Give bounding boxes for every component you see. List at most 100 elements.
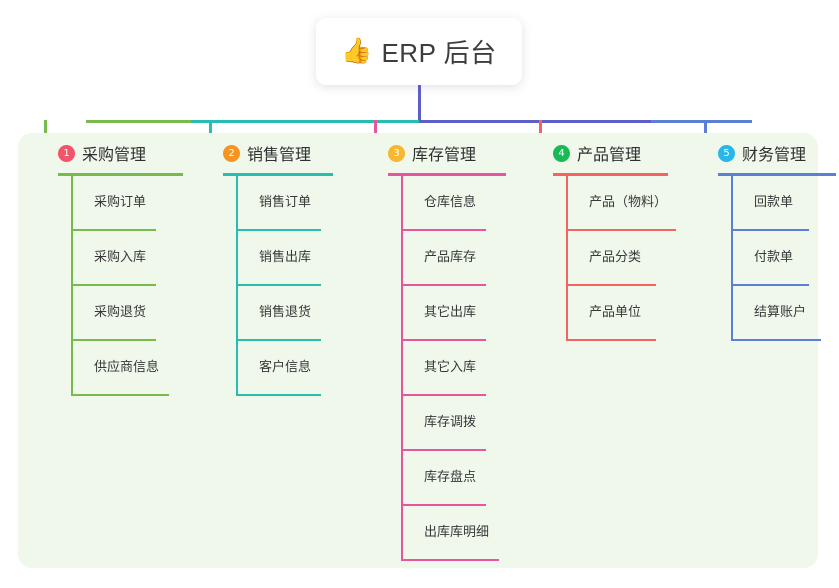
column-header-rule-4 <box>553 173 668 176</box>
connector-bus-segment-4 <box>651 120 752 123</box>
column-title-3: 库存管理 <box>412 147 477 164</box>
list-item-rule <box>401 339 486 341</box>
column-header-rule-5 <box>718 173 836 176</box>
list-item-label: 客户信息 <box>259 359 312 374</box>
list-item-rule <box>236 394 321 396</box>
column-3: 3 库存管理仓库信息产品库存其它出库其它入库库存调拨库存盘点出库库明细 <box>368 133 506 561</box>
column-header-2[interactable]: 2 销售管理 <box>203 133 311 173</box>
list-item-label: 销售订单 <box>259 194 312 209</box>
list-item-rule <box>71 339 156 341</box>
list-item-rule <box>566 284 656 286</box>
list-item[interactable]: 销售退货 <box>236 286 321 341</box>
list-item[interactable]: 付款单 <box>731 231 809 286</box>
list-item-label: 采购退货 <box>94 304 147 319</box>
root-node-label: ERP 后台 <box>381 38 497 68</box>
list-item-rule <box>401 449 486 451</box>
list-item-rule <box>401 504 486 506</box>
list-item-label: 付款单 <box>754 249 794 264</box>
list-item[interactable]: 库存盘点 <box>401 451 486 506</box>
column-header-3[interactable]: 3 库存管理 <box>368 133 476 173</box>
list-item[interactable]: 产品单位 <box>566 286 656 341</box>
connector-bus-segment-3 <box>419 120 651 123</box>
list-item-rule <box>566 339 656 341</box>
list-item[interactable]: 销售出库 <box>236 231 321 286</box>
list-item[interactable]: 采购入库 <box>71 231 156 286</box>
list-item[interactable]: 产品（物料） <box>566 176 676 231</box>
list-item-label: 销售退货 <box>259 304 312 319</box>
list-item[interactable]: 仓库信息 <box>401 176 486 231</box>
list-item-rule <box>71 284 156 286</box>
list-item-rule <box>236 229 321 231</box>
column-title-2: 销售管理 <box>247 147 312 164</box>
list-item[interactable]: 其它出库 <box>401 286 486 341</box>
column-spine-4 <box>566 176 568 341</box>
list-item[interactable]: 产品库存 <box>401 231 486 286</box>
column-2: 2 销售管理销售订单销售出库销售退货客户信息 <box>203 133 333 396</box>
list-item-label: 回款单 <box>754 194 794 209</box>
connector-trunk <box>418 85 421 123</box>
connector-bus-segment-1 <box>86 120 191 123</box>
column-badge-1: 1 <box>58 144 75 162</box>
thumbs-up-icon: 👍 <box>341 37 373 65</box>
column-5: 5 财务管理回款单付款单结算账户 <box>698 133 836 341</box>
list-item[interactable]: 结算账户 <box>731 286 821 341</box>
list-item-label: 销售出库 <box>259 249 312 264</box>
list-item-rule <box>731 229 809 231</box>
list-item-label: 库存调拨 <box>424 414 477 429</box>
column-badge-5: 5 <box>718 144 735 162</box>
list-item-rule <box>401 284 486 286</box>
list-item-label: 产品库存 <box>424 249 477 264</box>
list-item-rule <box>236 339 321 341</box>
list-item[interactable]: 产品分类 <box>566 231 656 286</box>
list-item-label: 出库库明细 <box>424 524 490 539</box>
column-title-4: 产品管理 <box>577 147 642 164</box>
list-item[interactable]: 采购订单 <box>71 176 156 231</box>
list-item[interactable]: 采购退货 <box>71 286 156 341</box>
column-spine-2 <box>236 176 238 396</box>
list-item-label: 产品分类 <box>589 249 642 264</box>
column-title-1: 采购管理 <box>82 147 147 164</box>
list-item-rule <box>401 229 486 231</box>
list-item[interactable]: 客户信息 <box>236 341 321 396</box>
list-item-label: 产品（物料） <box>589 194 668 209</box>
list-item-rule <box>71 394 169 396</box>
list-item-label: 仓库信息 <box>424 194 477 209</box>
list-item[interactable]: 出库库明细 <box>401 506 499 561</box>
list-item[interactable]: 其它入库 <box>401 341 486 396</box>
column-title-5: 财务管理 <box>742 147 807 164</box>
list-item-label: 采购订单 <box>94 194 147 209</box>
list-item[interactable]: 库存调拨 <box>401 396 486 451</box>
column-badge-3: 3 <box>388 144 405 162</box>
connector-bus-segment-2 <box>191 120 421 123</box>
list-item-rule <box>401 394 486 396</box>
list-item-rule <box>71 229 156 231</box>
column-spine-1 <box>71 176 73 396</box>
list-item-label: 其它入库 <box>424 359 477 374</box>
list-item[interactable]: 供应商信息 <box>71 341 169 396</box>
column-spine-3 <box>401 176 403 561</box>
list-item-rule <box>236 284 321 286</box>
column-header-1[interactable]: 1 采购管理 <box>38 133 146 173</box>
diagram-panel <box>18 133 818 568</box>
list-item-rule <box>401 559 499 561</box>
list-item-rule <box>566 229 676 231</box>
column-header-rule-3 <box>388 173 506 176</box>
root-node-card[interactable]: 👍 ERP 后台 <box>316 18 522 85</box>
column-header-5[interactable]: 5 财务管理 <box>698 133 806 173</box>
column-badge-2: 2 <box>223 144 240 162</box>
list-item[interactable]: 回款单 <box>731 176 809 231</box>
column-spine-5 <box>731 176 733 341</box>
list-item-label: 采购入库 <box>94 249 147 264</box>
list-item-label: 产品单位 <box>589 304 642 319</box>
list-item-label: 其它出库 <box>424 304 477 319</box>
column-1: 1 采购管理采购订单采购入库采购退货供应商信息 <box>38 133 183 396</box>
column-header-rule-1 <box>58 173 183 176</box>
list-item-label: 供应商信息 <box>94 359 160 374</box>
list-item-rule <box>731 284 809 286</box>
list-item-rule <box>731 339 821 341</box>
list-item-label: 库存盘点 <box>424 469 477 484</box>
list-item-label: 结算账户 <box>754 304 807 319</box>
list-item[interactable]: 销售订单 <box>236 176 321 231</box>
